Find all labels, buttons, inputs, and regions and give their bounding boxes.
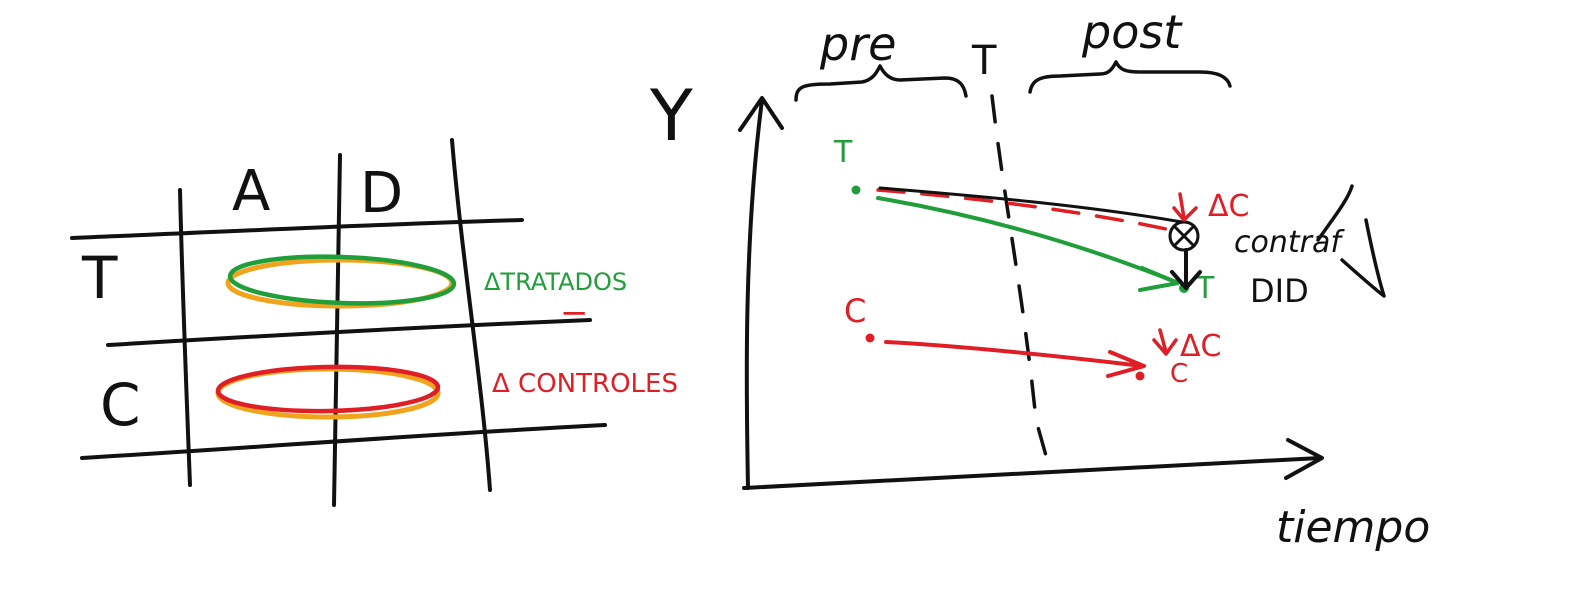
table-vline-2 [332, 153, 342, 507]
table-vline-1 [178, 188, 192, 487]
did-table: A D T C ΔTRATADOS − Δ CONTROLES [70, 138, 678, 507]
treated-arrowhead [1138, 266, 1180, 292]
control-end-point [1135, 371, 1145, 381]
treated-end-label: T [1195, 271, 1215, 306]
post-brace [1028, 60, 1232, 94]
counterfactual-red-dashed [876, 188, 1182, 234]
table-vline-3 [450, 138, 492, 492]
pre-label: pre [819, 17, 896, 71]
col-label-a: A [232, 159, 270, 224]
post-label: post [1081, 5, 1183, 59]
table-hline-2 [106, 318, 592, 347]
delta-treated-label: ΔTRATADOS [484, 268, 627, 296]
control-start-label: C [844, 292, 866, 330]
delta-c-bottom-arrow [1152, 328, 1178, 356]
minus-sign: − [560, 293, 589, 333]
y-axis-arrowhead [738, 96, 784, 132]
treated-start-label: T [833, 135, 853, 170]
did-label: DID [1250, 272, 1309, 310]
y-axis [744, 98, 764, 490]
delta-c-top-arrow [1172, 192, 1198, 222]
table-hline-1 [70, 218, 524, 240]
x-axis-arrowhead [1284, 438, 1324, 480]
counterfactual-black-line [878, 186, 1184, 224]
counterfactual-point-cross [1172, 224, 1196, 248]
table-hline-3 [80, 423, 607, 460]
col-label-d: D [360, 161, 403, 226]
pre-brace [794, 64, 968, 102]
treatment-time-label: T [971, 38, 997, 84]
y-axis-label: Y [649, 75, 693, 157]
treated-start-point [851, 185, 861, 195]
counterfactual-label-flourish [1316, 184, 1386, 298]
x-axis [742, 456, 1322, 490]
control-trend-line [884, 340, 1144, 368]
row-label-c: C [100, 371, 141, 439]
delta-c-top-label: ΔC [1208, 189, 1249, 224]
control-end-label: C [1170, 359, 1188, 389]
x-axis-label: tiempo [1276, 502, 1430, 553]
delta-c-bottom-label: ΔC [1180, 329, 1221, 364]
did-arrow [1170, 248, 1202, 290]
treated-row-ellipse [227, 254, 457, 306]
did-plot: Y tiempo pre post T T T contraf ΔC DID C [649, 5, 1430, 553]
counterfactual-label: contraf [1234, 225, 1345, 260]
treated-trend-line [876, 196, 1178, 284]
control-row-ellipse [215, 364, 441, 414]
treatment-dashed-line [990, 94, 1052, 472]
row-label-t: T [81, 244, 118, 312]
delta-controls-label: Δ CONTROLES [492, 369, 678, 399]
control-arrowhead [1106, 350, 1146, 378]
control-start-point [865, 333, 875, 343]
